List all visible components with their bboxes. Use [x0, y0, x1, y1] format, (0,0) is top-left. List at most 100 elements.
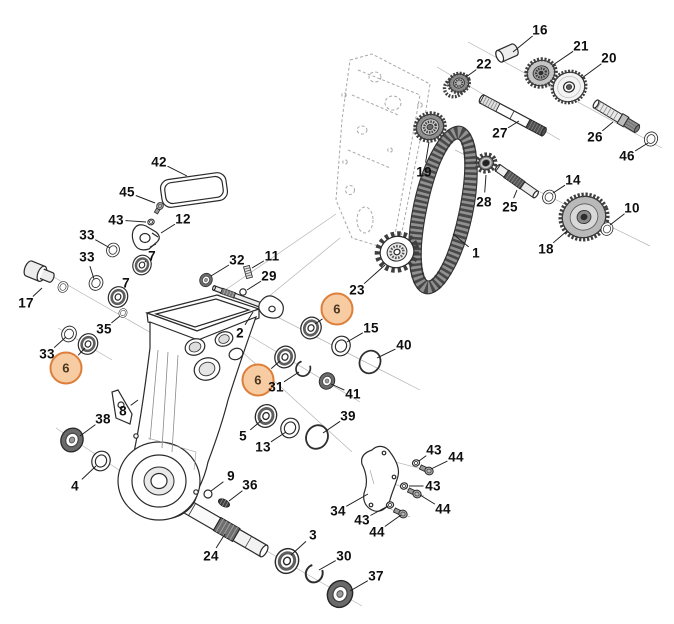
leader-line-33 — [89, 265, 95, 280]
leader-line-21 — [552, 50, 574, 66]
leader-line-41 — [330, 383, 345, 391]
part-label-7: 7 — [148, 248, 156, 264]
output-shaft-24-drawing — [181, 499, 269, 558]
leader-line-12 — [160, 223, 176, 234]
screw-44-3-drawing — [392, 506, 409, 520]
sprocket-28-drawing — [474, 152, 498, 174]
part-label-41: 41 — [345, 386, 361, 402]
gear-19-drawing — [413, 111, 447, 143]
bearing-41-drawing — [315, 369, 339, 393]
part-label-17: 17 — [18, 295, 34, 311]
leader-line-44 — [430, 460, 448, 470]
leader-line-42 — [167, 165, 188, 177]
leader-line-15 — [346, 332, 364, 343]
bearing-32-drawing — [197, 270, 215, 290]
leader-line-32 — [210, 264, 230, 277]
highlighted-part-label-6[interactable]: 6 — [320, 292, 354, 326]
leader-line-3 — [290, 541, 307, 556]
leader-line-37 — [349, 580, 369, 592]
part-label-43: 43 — [426, 442, 442, 458]
leader-line-36 — [228, 490, 243, 502]
leader-line-8 — [130, 399, 139, 406]
part-label-35: 35 — [96, 321, 112, 337]
leader-line-26 — [601, 121, 614, 132]
leader-line-31 — [283, 371, 300, 383]
leader-line-29 — [246, 280, 262, 291]
part-label-32: 32 — [229, 252, 245, 268]
leader-line-25 — [513, 189, 518, 199]
part-label-4: 4 — [71, 478, 79, 494]
drive-chain — [408, 125, 478, 295]
leader-line-5 — [249, 419, 263, 431]
gear-21-drawing — [524, 57, 558, 89]
leader-line-44 — [384, 514, 402, 527]
leader-line-16 — [512, 35, 533, 53]
part-label-43: 43 — [354, 512, 370, 528]
part-label-10: 10 — [624, 200, 640, 216]
highlighted-part-label-6[interactable]: 6 — [241, 363, 275, 397]
pinion-22-drawing — [442, 71, 472, 99]
leader-line-34 — [346, 493, 369, 507]
part-label-2: 2 — [236, 325, 244, 341]
washer-17-drawing — [55, 279, 71, 295]
construction-lines — [37, 41, 663, 607]
highlighted-part-label-6[interactable]: 6 — [49, 351, 83, 385]
plug-17-drawing — [23, 260, 55, 283]
leader-line-17 — [32, 287, 43, 297]
leader-line-6 — [270, 360, 281, 369]
leader-line-4 — [81, 465, 97, 480]
part-label-44: 44 — [435, 501, 451, 517]
leader-line-9 — [210, 481, 224, 492]
leader-lines — [32, 35, 649, 592]
key-36-drawing — [218, 498, 230, 508]
oring-39-drawing — [301, 420, 333, 454]
part-label-5: 5 — [239, 428, 247, 444]
leader-line-6 — [77, 347, 86, 356]
gasket-42-drawing — [159, 172, 229, 208]
sprocket-23-drawing — [374, 231, 420, 273]
ring-33-c-drawing — [58, 323, 80, 345]
part-label-38: 38 — [95, 411, 111, 427]
leader-line-19 — [425, 141, 430, 163]
part-label-20: 20 — [601, 50, 617, 66]
part-label-27: 27 — [492, 125, 508, 141]
part-label-31: 31 — [268, 379, 284, 395]
part-label-13: 13 — [255, 439, 271, 455]
part-label-14: 14 — [565, 172, 581, 188]
part-label-46: 46 — [619, 148, 635, 164]
leader-line-14 — [552, 184, 566, 194]
ring-33-a-drawing — [103, 240, 123, 260]
leader-line-22 — [465, 69, 477, 78]
part-label-23: 23 — [349, 282, 365, 298]
ring-14-drawing — [539, 187, 559, 207]
ring-15-drawing — [327, 332, 355, 360]
shaft-25-drawing — [494, 163, 540, 199]
shift-arm-2-drawing — [258, 295, 284, 319]
part-label-15: 15 — [363, 320, 379, 336]
part-label-7: 7 — [122, 275, 130, 291]
leader-line-30 — [318, 560, 336, 571]
leader-line-2 — [244, 311, 254, 326]
leader-line-6 — [314, 318, 323, 325]
leader-line-20 — [581, 63, 602, 79]
snap-ring-30-drawing — [301, 562, 326, 587]
roller-16-drawing — [495, 43, 519, 63]
washer-43-top-drawing — [146, 217, 156, 227]
part-label-33: 33 — [39, 346, 55, 362]
leader-line-33 — [95, 239, 111, 249]
part-label-9: 9 — [227, 468, 235, 484]
seal-38-drawing — [56, 423, 88, 457]
part-label-36: 36 — [242, 477, 258, 493]
leader-line-28 — [484, 174, 487, 193]
leader-line-10 — [609, 213, 625, 226]
bearing-6-upper-drawing — [295, 312, 327, 344]
part-label-43: 43 — [108, 212, 124, 228]
shift-fork-12-drawing — [131, 224, 160, 251]
part-label-43: 43 — [425, 478, 441, 494]
leader-line-46 — [634, 142, 649, 152]
leader-line-23 — [363, 264, 386, 285]
leader-line-38 — [79, 424, 96, 437]
gear-18-drawing — [558, 192, 610, 242]
